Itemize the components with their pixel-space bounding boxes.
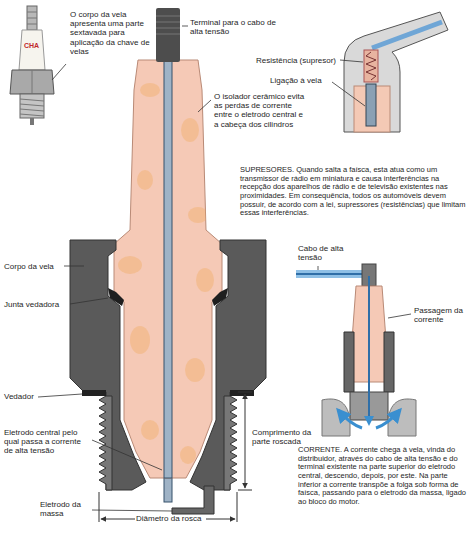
- seal-ring: [82, 390, 106, 396]
- mottle: [118, 256, 142, 274]
- dimension-label: Comprimento da parte roscada: [252, 428, 318, 446]
- part-note: O isolador cerâmico evita as perdas de c…: [214, 92, 308, 129]
- mottle: [180, 446, 196, 464]
- resistor-symbol: [364, 50, 378, 82]
- dimension-extension: [237, 492, 238, 522]
- ceramic-insulator: [114, 60, 222, 478]
- photo-rib: [27, 12, 37, 13]
- photo-thread: [20, 114, 44, 116]
- ground-electrode: [172, 486, 214, 514]
- mottle: [196, 268, 214, 292]
- leader-line: [182, 26, 188, 27]
- photo-rib: [27, 18, 37, 19]
- seal-ring: [230, 390, 254, 396]
- dimension-label: Diâmetro da rosca: [136, 514, 206, 523]
- leader-line: [38, 394, 82, 397]
- brand-text: CHA: [24, 42, 44, 50]
- spark-plug-photo: [10, 6, 54, 125]
- thread-right: [224, 396, 237, 490]
- leader-line: [388, 314, 411, 318]
- photo-threads: [20, 94, 44, 118]
- mottle: [188, 207, 208, 223]
- spark-plug-section: [70, 8, 266, 514]
- leader-line: [70, 298, 108, 304]
- thread-left: [99, 396, 112, 490]
- photo-thread: [20, 104, 44, 106]
- part-label: Passagem da corrente: [414, 306, 470, 324]
- hv-cable-core: [296, 273, 366, 275]
- mottle: [137, 170, 153, 190]
- mottle: [140, 83, 160, 97]
- photo-terminal: [27, 6, 37, 30]
- photo-hex-body: [10, 70, 54, 94]
- mottle: [130, 326, 150, 354]
- cap-connector: [366, 84, 376, 126]
- suppressor-cap: [344, 12, 448, 132]
- photo-electrode: [30, 118, 34, 125]
- leader-line: [64, 266, 84, 267]
- explanation-paragraph: CORRENTE. A corrente chega à vela, vinda…: [298, 446, 470, 506]
- leader-line: [318, 266, 319, 270]
- small-shell: [384, 332, 394, 392]
- part-label: Ligação à vela: [270, 76, 332, 85]
- central-electrode: [164, 40, 172, 502]
- part-label: Junta vedadora: [4, 300, 70, 309]
- leader-line: [92, 510, 172, 511]
- thread-diameter-line: [206, 519, 235, 520]
- photo-caption: O corpo da vela apresenta uma parte sext…: [70, 10, 150, 56]
- leader-line: [92, 440, 162, 470]
- current-arrow: [376, 410, 400, 428]
- part-label: Eletrodo da massa: [40, 500, 90, 518]
- terminal: [156, 8, 180, 62]
- mottle: [185, 358, 205, 382]
- leader-line: [340, 60, 363, 62]
- dimension-tick: [238, 490, 252, 491]
- inner-gasket: [108, 288, 124, 306]
- thread-length-line: [245, 394, 246, 488]
- terminal-thread: [156, 16, 180, 17]
- photo-thread: [20, 99, 44, 101]
- leader-lines: [38, 26, 411, 511]
- shell-left: [70, 240, 146, 490]
- photo-insulator: [19, 30, 45, 70]
- shell-right: [190, 240, 266, 490]
- part-label: Eletrodo central pelo qual passa a corre…: [4, 428, 92, 456]
- terminal-thread: [156, 22, 180, 23]
- dimension-tick: [238, 392, 252, 393]
- resistor-zigzag: [366, 52, 376, 80]
- dimension-extension: [99, 492, 100, 522]
- current-path-plug: [296, 264, 416, 436]
- central-electrode-inner: [164, 60, 172, 478]
- terminal-thread: [156, 34, 180, 35]
- part-label: Cabo de alta tensão: [298, 244, 360, 262]
- photo-thread: [20, 109, 44, 111]
- thread-diameter-line: [101, 519, 135, 520]
- dimensions: [99, 392, 252, 522]
- leader-line: [332, 82, 365, 106]
- small-shell: [344, 332, 354, 392]
- explanation-paragraph: SUPRESORES. Quando salta a faísca, esta …: [240, 166, 470, 218]
- leader-line: [52, 64, 66, 80]
- mottle: [181, 118, 199, 142]
- part-label: Resistência (supresor): [256, 56, 340, 65]
- part-label: Vedador: [4, 392, 44, 401]
- cap-cable: [372, 22, 442, 48]
- photo-hex-edge: [32, 70, 33, 94]
- current-arrow: [338, 410, 362, 428]
- inner-gasket: [212, 288, 228, 306]
- leader-line: [198, 100, 211, 112]
- current-flow: [368, 276, 370, 424]
- part-label: Corpo da vela: [4, 262, 64, 271]
- cap-boot: [344, 12, 448, 132]
- part-label: Terminal para o cabo de alta tensão: [190, 18, 276, 36]
- photo-rib: [27, 24, 37, 25]
- terminal-thread: [156, 28, 180, 29]
- mottle: [141, 420, 159, 440]
